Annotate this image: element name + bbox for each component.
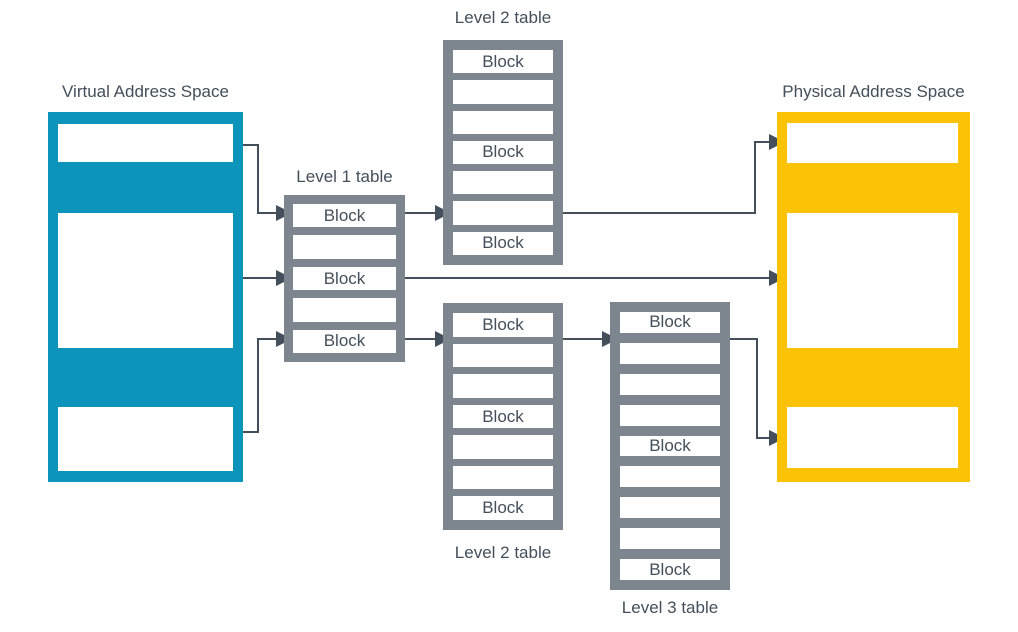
table-cell-block: Block — [453, 50, 553, 74]
table-cell-empty — [620, 528, 720, 550]
arrow-vas-block3-to-l1-row5 — [233, 331, 292, 433]
arrow-l2top-to-pas-block1 — [563, 134, 785, 214]
physical-memory-block — [787, 123, 958, 163]
table-cell-block: Block — [453, 231, 553, 255]
table-cell-empty — [453, 171, 553, 195]
arrow-vas-block1-to-l1-row1 — [233, 144, 292, 221]
table-cell-block: Block — [620, 312, 720, 333]
table-cell-empty — [293, 235, 396, 259]
table-cell-empty — [453, 201, 553, 225]
table-cell-block: Block — [620, 435, 720, 457]
level-1-table-label: Level 1 table — [296, 167, 393, 186]
table-cell-empty — [453, 110, 553, 134]
physical-memory-block — [787, 213, 958, 348]
table-cell-block: Block — [293, 204, 396, 228]
table-cell-block: Block — [453, 313, 553, 337]
table-cell-block: Block — [453, 404, 553, 429]
table-cell-block: Block — [453, 140, 553, 165]
table-cell-empty — [620, 373, 720, 395]
physical-memory-block — [787, 407, 958, 468]
table-cell-block: Block — [620, 559, 720, 581]
table-cell-empty — [620, 497, 720, 519]
level-2-table-bottom-label: Level 2 table — [454, 543, 552, 562]
arrow-l3-to-pas-block3 — [730, 338, 785, 446]
table-cell-empty — [620, 342, 720, 364]
virtual-address-space-box — [48, 112, 243, 482]
table-cell-empty — [620, 466, 720, 488]
virtual-address-space-label: Virtual Address Space — [62, 82, 229, 101]
table-cell-block: Block — [453, 496, 553, 521]
table-cell-block: Block — [293, 266, 396, 291]
physical-address-space-box — [777, 112, 970, 482]
physical-address-space-label: Physical Address Space — [782, 82, 965, 101]
level-2-table-top-label: Level 2 table — [454, 8, 552, 27]
table-cell-empty — [453, 80, 553, 104]
table-cell-empty — [293, 298, 396, 322]
table-cell-block: Block — [293, 329, 396, 354]
virtual-memory-block — [58, 124, 233, 162]
table-cell-empty — [453, 374, 553, 398]
level-3-table-label: Level 3 table — [621, 598, 719, 617]
virtual-memory-block — [58, 213, 233, 348]
table-cell-empty — [453, 343, 553, 368]
table-cell-empty — [453, 465, 553, 490]
table-cell-empty — [620, 404, 720, 426]
table-cell-empty — [453, 435, 553, 459]
virtual-memory-block — [58, 407, 233, 471]
